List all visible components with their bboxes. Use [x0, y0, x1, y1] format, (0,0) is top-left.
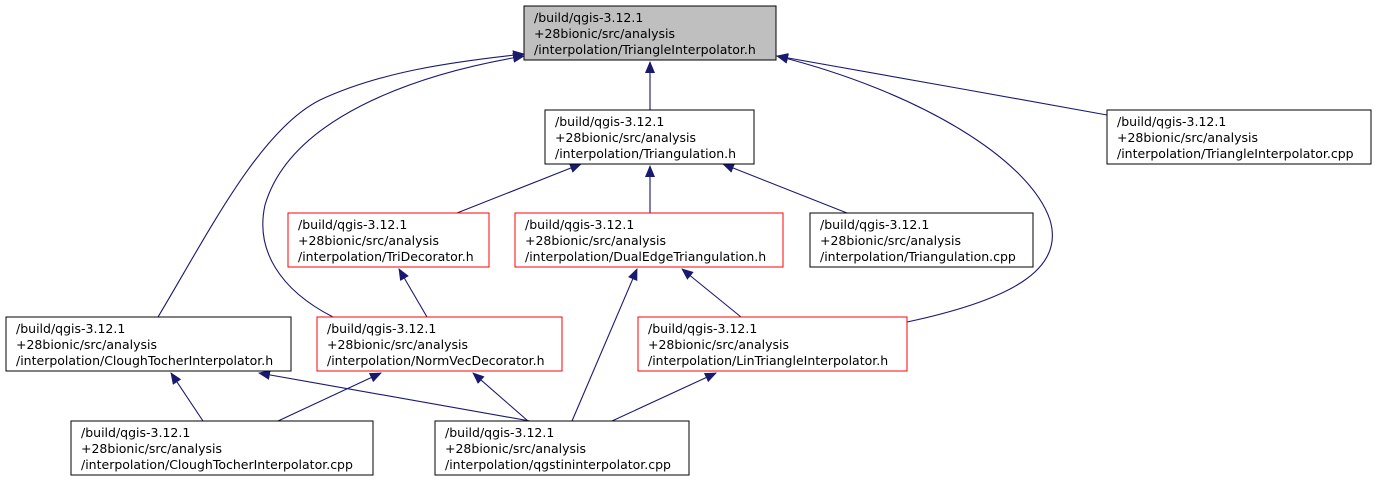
node-label-line: +28bionic/src/analysis — [555, 130, 696, 145]
node-label-line: /interpolation/TriangleInterpolator.cpp — [1117, 146, 1354, 161]
node-label-line: /interpolation/Triangulation.cpp — [820, 249, 1016, 264]
node-label-line: +28bionic/src/analysis — [820, 233, 961, 248]
node-label-line: /interpolation/CloughTocherInterpolator.… — [81, 457, 353, 472]
edge-qgstininterpolator_cpp-to-norm_vec_decorator_h — [472, 372, 529, 422]
edge-clough_tocher_cpp-to-clough_tocher_h — [170, 372, 204, 422]
node-triangle-interpolator-h[interactable]: /build/qgis-3.12.1+28bionic/src/analysis… — [523, 5, 777, 61]
node-box — [809, 212, 1034, 268]
edge-lin_triangle_interpolator_h-to-dual_edge_triangulation_h — [681, 268, 742, 318]
node-label-line: +28bionic/src/analysis — [1117, 130, 1258, 145]
node-label-line: /interpolation/CloughTocherInterpolator.… — [16, 353, 273, 368]
node-label-line: /build/qgis-3.12.1 — [16, 321, 125, 336]
edge-lin_triangle_interpolator_h-to-triangle_interpolator_h — [776, 53, 1053, 323]
node-norm-vec-decorator-h[interactable]: /build/qgis-3.12.1+28bionic/src/analysis… — [316, 316, 563, 372]
node-triangulation-cpp[interactable]: /build/qgis-3.12.1+28bionic/src/analysis… — [809, 212, 1034, 268]
node-label-line: /build/qgis-3.12.1 — [820, 217, 929, 232]
node-tri-decorator-h[interactable]: /build/qgis-3.12.1+28bionic/src/analysis… — [287, 212, 490, 268]
node-lin-triangle-interpolator-h[interactable]: /build/qgis-3.12.1+28bionic/src/analysis… — [637, 316, 908, 372]
edge-qgstininterpolator_cpp-to-lin_triangle_interpolator_h — [611, 372, 717, 422]
node-label-line: /build/qgis-3.12.1 — [555, 114, 664, 129]
node-label-line: +28bionic/src/analysis — [525, 233, 666, 248]
node-label-line: /build/qgis-3.12.1 — [1117, 114, 1226, 129]
node-label-line: /build/qgis-3.12.1 — [445, 425, 554, 440]
node-label-line: /interpolation/qgstininterpolator.cpp — [445, 457, 671, 472]
edges-layer — [157, 50, 1108, 422]
node-label-line: +28bionic/src/analysis — [534, 26, 675, 41]
node-label-line: +28bionic/src/analysis — [298, 233, 439, 248]
node-clough-tocher-cpp[interactable]: /build/qgis-3.12.1+28bionic/src/analysis… — [70, 420, 374, 476]
edge-qgstininterpolator_cpp-to-clough_tocher_h — [258, 369, 531, 422]
node-label-line: /build/qgis-3.12.1 — [648, 321, 757, 336]
node-label-line: /build/qgis-3.12.1 — [327, 321, 436, 336]
node-box — [1106, 109, 1372, 165]
node-box — [434, 420, 690, 476]
edge-triangle_interpolator_cpp-to-triangle_interpolator_h — [776, 53, 1108, 116]
edge-tri_decorator_h-to-triangulation_h — [456, 163, 582, 214]
node-label-line: /interpolation/TriDecorator.h — [298, 249, 474, 264]
node-triangle-interpolator-cpp[interactable]: /build/qgis-3.12.1+28bionic/src/analysis… — [1106, 109, 1372, 165]
node-label-line: /build/qgis-3.12.1 — [534, 10, 643, 25]
node-triangulation-h[interactable]: /build/qgis-3.12.1+28bionic/src/analysis… — [544, 109, 755, 165]
edge-clough_tocher_cpp-to-norm_vec_decorator_h — [277, 372, 382, 422]
node-label-line: /build/qgis-3.12.1 — [298, 217, 407, 232]
edge-norm_vec_decorator_h-to-tri_decorator_h — [398, 268, 428, 318]
node-dual-edge-triangulation-h[interactable]: /build/qgis-3.12.1+28bionic/src/analysis… — [514, 212, 784, 268]
edge-clough_tocher_h-to-triangle_interpolator_h — [157, 50, 525, 318]
node-box — [523, 5, 777, 61]
node-label-line: /interpolation/NormVecDecorator.h — [327, 353, 545, 368]
node-box — [316, 316, 563, 372]
edge-norm_vec_decorator_h-to-triangle_interpolator_h — [262, 52, 525, 318]
node-label-line: +28bionic/src/analysis — [81, 441, 222, 456]
node-label-line: /interpolation/LinTriangleInterpolator.h — [648, 353, 888, 368]
node-label-line: /build/qgis-3.12.1 — [81, 425, 190, 440]
edge-triangulation_cpp-to-triangulation_h — [722, 163, 848, 214]
node-label-line: /interpolation/TriangleInterpolator.h — [534, 42, 756, 57]
node-label-line: +28bionic/src/analysis — [327, 337, 468, 352]
node-label-line: +28bionic/src/analysis — [648, 337, 789, 352]
node-label-line: +28bionic/src/analysis — [445, 441, 586, 456]
node-qgstininterpolator-cpp[interactable]: /build/qgis-3.12.1+28bionic/src/analysis… — [434, 420, 690, 476]
node-label-line: /interpolation/DualEdgeTriangulation.h — [525, 249, 766, 264]
nodes-layer: /build/qgis-3.12.1+28bionic/src/analysis… — [5, 5, 1372, 476]
node-box — [514, 212, 784, 268]
node-box — [287, 212, 490, 268]
node-label-line: /interpolation/Triangulation.h — [555, 146, 736, 161]
node-box — [637, 316, 908, 372]
node-clough-tocher-h[interactable]: /build/qgis-3.12.1+28bionic/src/analysis… — [5, 316, 292, 372]
node-box — [70, 420, 374, 476]
node-box — [5, 316, 292, 372]
node-label-line: +28bionic/src/analysis — [16, 337, 157, 352]
node-label-line: /build/qgis-3.12.1 — [525, 217, 634, 232]
node-box — [544, 109, 755, 165]
edge-qgstininterpolator_cpp-to-dual_edge_triangulation_h — [571, 268, 638, 422]
